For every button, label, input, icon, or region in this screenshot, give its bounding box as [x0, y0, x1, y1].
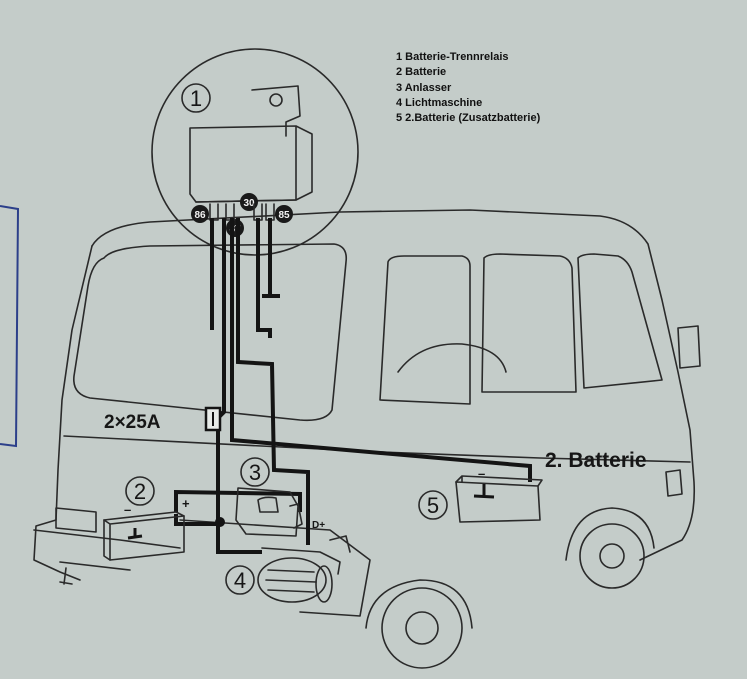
wire-85-ground	[262, 218, 280, 298]
rear-wheel-arch	[565, 507, 655, 561]
legend-item: 2 Batterie	[396, 66, 447, 79]
alternator-body	[257, 557, 327, 603]
headlight	[55, 507, 97, 533]
callout-number-2: 2	[134, 479, 146, 504]
callout-circle-2	[125, 476, 155, 506]
callout-circle-3	[240, 457, 270, 487]
plus-label: +	[182, 496, 190, 511]
alternator-fins	[265, 569, 317, 593]
relay-pin-86-label: 86	[194, 210, 206, 221]
battery-ground-symbol	[127, 528, 143, 540]
van-body-line	[63, 435, 691, 463]
wire-to-second-battery	[230, 218, 532, 482]
second-battery-body	[455, 481, 541, 523]
van-front-left	[33, 245, 93, 581]
relay-pin-30: 30	[240, 193, 258, 211]
legend-item: 4 Lichtmaschine	[396, 96, 483, 109]
callout-circle-1	[181, 83, 211, 113]
legend-item: 1 Batterie-Trennrelais	[396, 51, 509, 63]
d-plus-lead	[329, 535, 351, 553]
callout-circle-5	[418, 490, 448, 520]
rear-wheel	[579, 523, 645, 589]
callout-number-5: 5	[427, 493, 439, 518]
d-plus-label: D+	[312, 520, 325, 531]
second-battery-label: 2. Batterie	[545, 449, 647, 472]
engine-part	[261, 547, 341, 575]
second-battery	[455, 475, 543, 523]
tow-hook	[59, 567, 73, 585]
minus-label-left: –	[124, 502, 131, 517]
steering-wheel	[397, 343, 507, 373]
relay-pin-85: 85	[275, 205, 293, 223]
relay-pin-86: 86	[191, 205, 209, 223]
wire-30	[256, 218, 272, 338]
second-battery-ground-symbol	[473, 484, 495, 499]
van-body	[91, 209, 696, 561]
van-windshield	[73, 243, 348, 422]
alternator	[257, 535, 351, 603]
van-window-3	[577, 253, 663, 389]
callout-number-1: 1	[190, 86, 202, 111]
starter-nose	[289, 503, 303, 529]
relay-pin-85-label: 85	[278, 210, 290, 221]
legend-item: 5 2.Batterie (Zusatzbatterie)	[396, 112, 541, 125]
starter-solenoid	[257, 496, 279, 513]
taillight	[665, 469, 683, 497]
van-window-1	[379, 255, 471, 405]
engine-bay	[179, 519, 371, 617]
wire-87	[216, 218, 226, 550]
battery-top-edge	[103, 515, 185, 561]
page-edge	[0, 205, 20, 448]
relay-pin-30-label: 30	[243, 198, 255, 209]
junction-dot	[215, 517, 225, 527]
van-outline	[33, 209, 701, 669]
alternator-pulley	[315, 565, 333, 603]
front-wheel-hub	[405, 611, 439, 645]
minus-label-right: –	[478, 466, 485, 481]
rear-wheel-hub	[599, 543, 625, 569]
callout-circle-4	[225, 565, 255, 595]
mirror	[677, 325, 701, 369]
relay-housing	[189, 125, 313, 203]
callout-number-3: 3	[249, 460, 261, 485]
battery-body	[103, 511, 185, 561]
relay-zoom-circle	[151, 48, 359, 256]
relay-pin-87: 87	[226, 219, 244, 237]
front-bumper	[33, 529, 181, 571]
legend-item: 3 Anlasser	[396, 81, 452, 94]
van-window-2	[481, 253, 577, 393]
relay-bracket-hole	[269, 93, 283, 107]
starter-body	[235, 487, 299, 537]
wiring	[174, 218, 532, 554]
wire-to-d-plus	[236, 218, 310, 545]
front-wheel-arch	[365, 579, 473, 629]
callout-number-4: 4	[234, 568, 246, 593]
fuse-label: 2×25A	[104, 412, 161, 433]
front-wheel	[381, 587, 463, 669]
fuse-holder	[204, 406, 222, 432]
starter	[235, 487, 303, 537]
legend: 1 Batterie-Trennrelais 2 Batterie 3 Anla…	[396, 50, 540, 126]
second-battery-top	[455, 475, 543, 487]
battery	[103, 511, 185, 561]
relay-pin-87-label: 87	[229, 224, 241, 235]
